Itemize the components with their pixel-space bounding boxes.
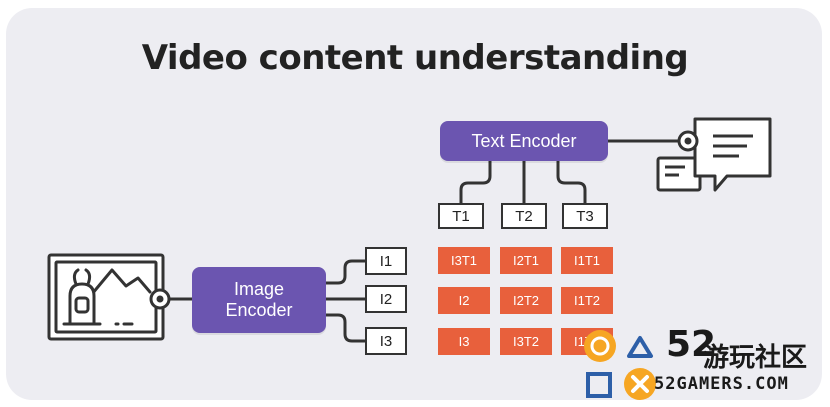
image-token-i1: I1: [365, 247, 407, 275]
text-token-t1: T1: [438, 203, 484, 229]
matrix-cell: I2T2: [500, 287, 552, 314]
image-token-i2: I2: [365, 285, 407, 313]
watermark-chinese-text: 游玩社区: [703, 343, 808, 373]
image-encoder-label-line1: Image: [233, 279, 285, 299]
matrix-cell: I2: [438, 287, 490, 314]
chat-bubble-icon: [656, 117, 772, 192]
watermark-logo-icon: [584, 330, 656, 400]
image-encoder-label-line2: Encoder: [225, 300, 293, 320]
text-token-t3: T3: [562, 203, 608, 229]
video-frame-icon: [47, 253, 171, 341]
image-token-i3: I3: [365, 327, 407, 355]
text-encoder-box: Text Encoder: [440, 121, 608, 161]
matrix-cell: I2T1: [500, 247, 552, 274]
matrix-cell: I3T2: [500, 328, 552, 355]
matrix-cell: I1T1: [561, 247, 613, 274]
image-encoder-box: Image Encoder: [192, 267, 326, 333]
watermark-number: 52: [666, 324, 717, 365]
matrix-cell: I3: [438, 328, 490, 355]
page-title: Video content understanding: [141, 38, 689, 78]
watermark-url: 52GAMERS.COM: [654, 374, 789, 394]
text-token-t2: T2: [501, 203, 547, 229]
matrix-cell: I1T2: [561, 287, 613, 314]
matrix-cell: I3T1: [438, 247, 490, 274]
text-encoder-label: Text Encoder: [471, 130, 577, 151]
